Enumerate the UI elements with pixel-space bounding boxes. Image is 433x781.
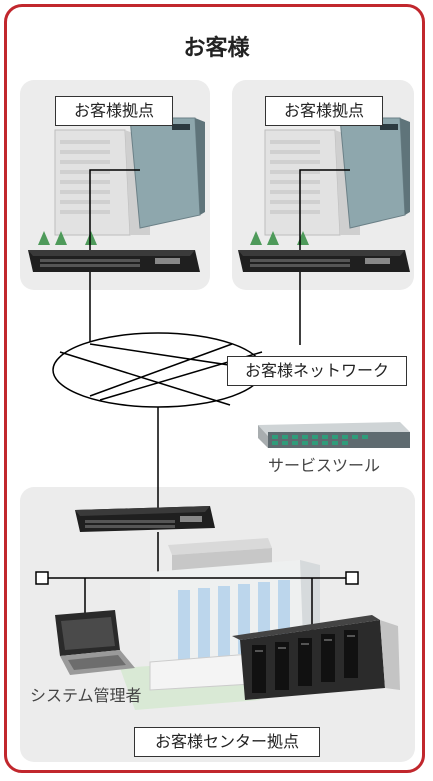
link-right-server: [299, 169, 350, 250]
diagram-title: お客様: [183, 36, 250, 61]
lan-bus: [35, 571, 359, 632]
service-tool-caption: サービスツール: [268, 456, 381, 475]
server-racks: [232, 615, 400, 700]
center-switch: [75, 506, 215, 532]
admin-laptop: [55, 610, 135, 675]
server-left: [28, 117, 205, 272]
site-right-label: お客様拠点: [265, 96, 383, 126]
service-tool-server: [258, 422, 410, 448]
sysadmin-caption: システム管理者: [30, 686, 142, 705]
network-label: お客様ネットワーク: [227, 356, 407, 386]
center-label: お客様センター拠点: [134, 727, 320, 757]
link-left-server: [89, 169, 140, 250]
site-left-label: お客様拠点: [55, 96, 173, 126]
server-right: [238, 117, 410, 272]
